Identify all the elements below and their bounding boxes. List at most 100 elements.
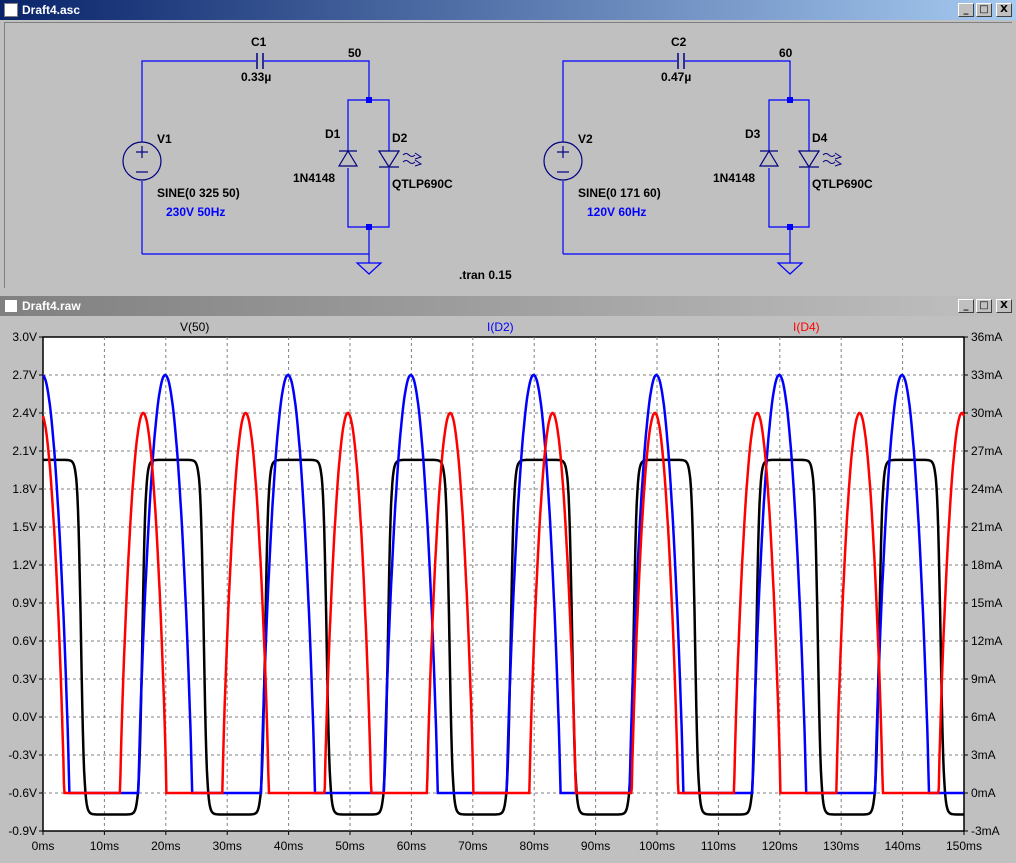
x-tick-label: 90ms: [581, 839, 610, 853]
y-right-tick-label: 9mA: [971, 672, 996, 686]
cap-c1-value: 0.33µ: [241, 70, 271, 84]
y-right-tick-label: 33mA: [971, 368, 1002, 382]
minimize-button[interactable]: _: [958, 299, 974, 313]
waveform-title: Draft4.raw: [22, 299, 81, 313]
x-tick-label: 0ms: [32, 839, 55, 853]
diode-d1-icon[interactable]: [337, 149, 359, 167]
diode-d1-name: D1: [325, 127, 341, 141]
ground-icon: [776, 262, 804, 275]
source-v2-comment: 120V 60Hz: [587, 205, 646, 219]
y-right-tick-label: 15mA: [971, 596, 1002, 610]
diode-d3-icon[interactable]: [758, 149, 780, 167]
trace-label-v50[interactable]: V(50): [180, 320, 209, 334]
y-left-tick-label: -0.3V: [8, 748, 37, 762]
source-v2-function: SINE(0 171 60): [578, 186, 661, 200]
y-left-tick-label: 2.7V: [12, 368, 37, 382]
y-right-tick-label: 24mA: [971, 482, 1002, 496]
y-left-tick-label: 0.6V: [12, 634, 37, 648]
waveform-plot-area[interactable]: 0ms 10ms 20ms 30ms 40ms 50ms 60ms 70ms 80ms 90ms 1…: [0, 316, 1016, 863]
x-tick-label: 30ms: [213, 839, 242, 853]
schematic-canvas[interactable]: C1 0.33µ 50 V1 SINE(0 325 50) 230V 50Hz …: [4, 22, 1012, 288]
waveform-doc-icon: [4, 299, 18, 313]
y-right-tick-label: 6mA: [971, 710, 996, 724]
maximize-button[interactable]: □: [976, 3, 992, 17]
plot-grid: [43, 337, 964, 831]
x-tick-label: 40ms: [274, 839, 303, 853]
diode-d3-name: D3: [745, 127, 761, 141]
y-left-tick-label: -0.9V: [8, 824, 37, 838]
y-right-tick-label: 0mA: [971, 786, 996, 800]
y-left-tick-label: -0.6V: [8, 786, 37, 800]
y-right-tick-label: 36mA: [971, 330, 1002, 344]
schematic-doc-icon: [4, 3, 18, 17]
waveform-window: Draft4.raw _ □ X 0ms 10ms 20ms 30ms 40ms 50ms…: [0, 296, 1016, 863]
trace-label-id2[interactable]: I(D2): [487, 320, 514, 334]
spice-directive[interactable]: .tran 0.15: [459, 268, 512, 282]
node-label-60: 60: [779, 46, 793, 60]
trace-label-id4[interactable]: I(D4): [793, 320, 820, 334]
voltage-source-v1-icon[interactable]: [122, 141, 162, 181]
capacitor-c1-icon[interactable]: [256, 53, 264, 69]
y-right-tick-label: 27mA: [971, 444, 1002, 458]
schematic-svg: C1 0.33µ 50 V1 SINE(0 325 50) 230V 50Hz …: [122, 35, 873, 282]
y-right-tick-label: 12mA: [971, 634, 1002, 648]
x-tick-label: 150ms: [946, 839, 982, 853]
led-d4-model: QTLP690C: [812, 177, 873, 191]
close-button[interactable]: X: [996, 3, 1012, 17]
node-label-50: 50: [348, 46, 362, 60]
source-v1-name: V1: [157, 132, 172, 146]
y-right-tick-label: 30mA: [971, 406, 1002, 420]
close-button[interactable]: X: [996, 299, 1012, 313]
y-right-tick-label: 3mA: [971, 748, 996, 762]
x-tick-label: 50ms: [335, 839, 364, 853]
led-d2-name: D2: [392, 131, 408, 145]
x-tick-label: 100ms: [639, 839, 675, 853]
plot-pane[interactable]: [42, 336, 965, 832]
voltage-source-v2-icon[interactable]: [543, 141, 583, 181]
cap-c2-value: 0.47µ: [661, 70, 691, 84]
led-d4-name: D4: [812, 131, 828, 145]
source-v1-comment: 230V 50Hz: [166, 205, 225, 219]
y-left-tick-label: 1.5V: [12, 520, 37, 534]
maximize-button[interactable]: □: [976, 299, 992, 313]
y-right-tick-label: 18mA: [971, 558, 1002, 572]
right-circuit: C2 0.47µ 60 V2 SINE(0 171 60) 120V 60Hz …: [543, 35, 873, 275]
y-left-tick-label: 1.2V: [12, 558, 37, 572]
led-d4-icon[interactable]: [797, 150, 843, 169]
y-left-tick-label: 2.4V: [12, 406, 37, 420]
y-left-tick-label: 2.1V: [12, 444, 37, 458]
x-tick-label: 20ms: [151, 839, 180, 853]
trace-v50[interactable]: [43, 458, 964, 816]
schematic-title: Draft4.asc: [22, 3, 81, 17]
waveform-plot[interactable]: 0ms 10ms 20ms 30ms 40ms 50ms 60ms 70ms 80ms 90ms 1…: [0, 316, 1016, 863]
cap-c1-name: C1: [251, 35, 267, 49]
y-left-tick-label: 0.3V: [12, 672, 37, 686]
x-tick-label: 110ms: [701, 839, 736, 853]
cap-c2-name: C2: [671, 35, 687, 49]
x-tick-label: 130ms: [823, 839, 859, 853]
x-tick-label: 70ms: [458, 839, 487, 853]
source-v1-function: SINE(0 325 50): [157, 186, 240, 200]
y-left-tick-label: 3.0V: [12, 330, 37, 344]
y-left-tick-label: 0.9V: [12, 596, 37, 610]
y-left-tick-label: 1.8V: [12, 482, 37, 496]
trace-id4[interactable]: [41, 411, 966, 795]
x-tick-label: 140ms: [885, 839, 921, 853]
minimize-button[interactable]: _: [958, 3, 974, 17]
capacitor-c2-icon[interactable]: [677, 53, 685, 69]
x-tick-label: 60ms: [397, 839, 426, 853]
waveform-titlebar[interactable]: Draft4.raw _ □ X: [0, 296, 1016, 316]
led-d2-model: QTLP690C: [392, 177, 453, 191]
plot-axis-labels: 0ms 10ms 20ms 30ms 40ms 50ms 60ms 70ms 80ms 90ms 1…: [8, 330, 1002, 853]
diode-d3-model: 1N4148: [713, 171, 755, 185]
x-tick-label: 10ms: [90, 839, 119, 853]
y-left-tick-label: 0.0V: [12, 710, 37, 724]
left-circuit: C1 0.33µ 50 V1 SINE(0 325 50) 230V 50Hz …: [122, 35, 453, 275]
plot-traces: [41, 373, 966, 816]
y-right-tick-label: 21mA: [971, 520, 1002, 534]
led-d2-icon[interactable]: [377, 150, 423, 169]
y-right-tick-label: -3mA: [971, 824, 1000, 838]
x-tick-label: 80ms: [520, 839, 549, 853]
diode-d1-model: 1N4148: [293, 171, 335, 185]
schematic-titlebar[interactable]: Draft4.asc _ □ X: [0, 0, 1016, 20]
